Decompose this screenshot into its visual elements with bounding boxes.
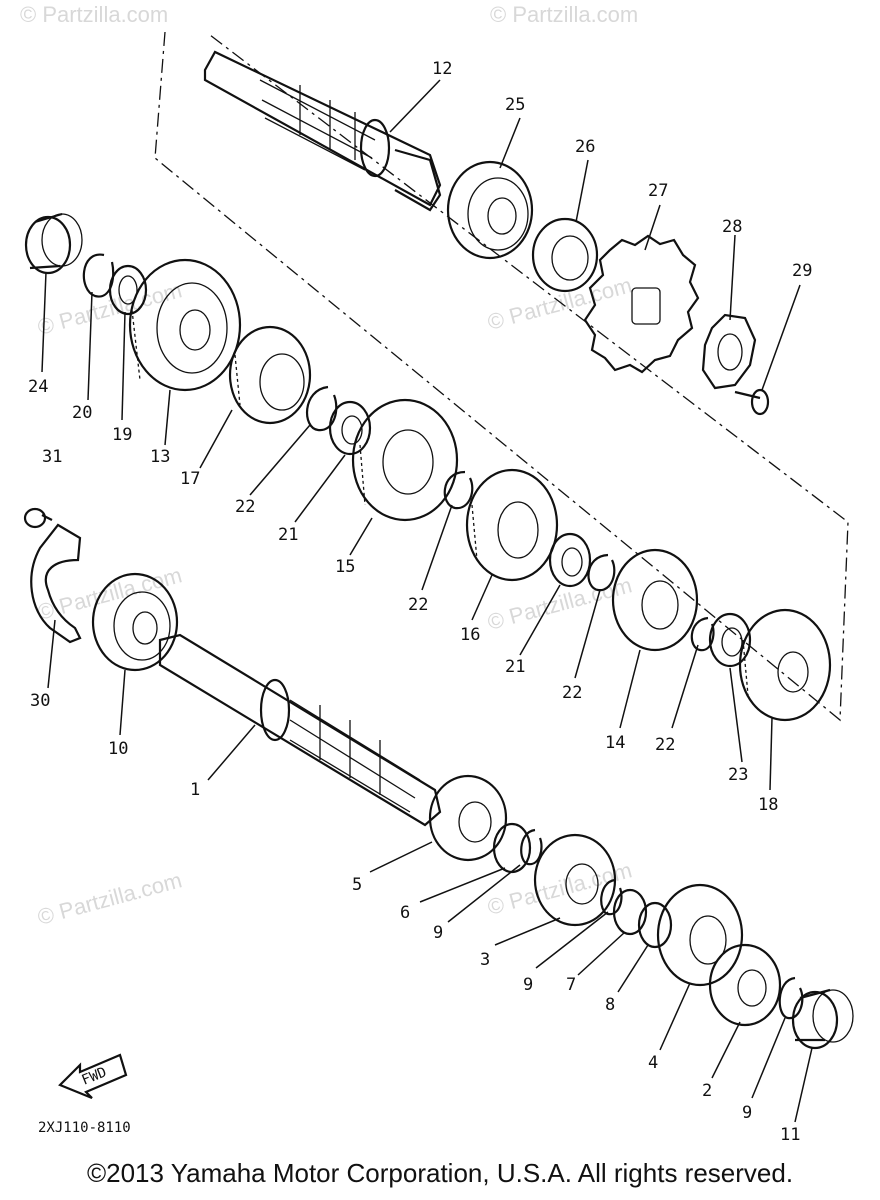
screw-31 — [23, 507, 53, 529]
washer-7 — [612, 888, 648, 936]
callout-28: 28 — [722, 217, 742, 237]
callout-22-d: 22 — [655, 735, 675, 755]
callout-6: 6 — [400, 903, 410, 923]
watermark-7: © Partzilla.com — [35, 867, 185, 930]
callout-4: 4 — [648, 1053, 658, 1073]
washer-8 — [637, 901, 673, 949]
callout-19: 19 — [112, 425, 132, 445]
callout-23: 23 — [728, 765, 748, 785]
callout-16: 16 — [460, 625, 480, 645]
callout-2: 2 — [702, 1081, 712, 1101]
gear-16 — [465, 468, 559, 582]
callout-9-b: 9 — [523, 975, 533, 995]
callout-9-a: 9 — [433, 923, 443, 943]
gear-18 — [738, 608, 832, 722]
bearing-stopper-plate-30 — [30, 523, 82, 644]
drive-sprocket-27 — [583, 234, 700, 374]
callout-21-a: 21 — [278, 525, 298, 545]
assembly-boundary-line — [154, 31, 849, 722]
leader-lines — [41, 79, 813, 1123]
gear-17 — [228, 325, 312, 425]
callout-15: 15 — [335, 557, 355, 577]
washer-21-upper — [328, 400, 372, 456]
circlip-9-b — [600, 878, 623, 916]
washer-6 — [492, 822, 532, 874]
callout-14: 14 — [605, 733, 625, 753]
main-axle — [203, 50, 442, 212]
copyright-notice: ©2013 Yamaha Motor Corporation, U.S.A. A… — [86, 1158, 794, 1188]
gear-14 — [611, 548, 699, 652]
circlip-9-c — [778, 976, 804, 1020]
bearing-10 — [91, 572, 179, 672]
gear-4 — [656, 883, 744, 987]
watermark-4: © Partzilla.com — [485, 272, 635, 335]
callout-29: 29 — [792, 261, 812, 281]
callout-21-b: 21 — [505, 657, 525, 677]
watermark-8: © Partzilla.com — [485, 857, 635, 920]
callout-10: 10 — [108, 739, 128, 759]
bearing-25 — [446, 160, 534, 260]
callout-31: 31 — [42, 447, 62, 467]
needle-bearing-11 — [791, 988, 854, 1050]
circlip-22-mid — [443, 470, 474, 510]
callout-20: 20 — [72, 403, 92, 423]
circlip-22-right — [690, 616, 715, 652]
callout-labels: 12 25 26 27 28 29 24 20 19 13 17 22 21 1… — [28, 59, 812, 1145]
callout-25: 25 — [505, 95, 525, 115]
callout-1: 1 — [190, 780, 200, 800]
callout-27: 27 — [648, 181, 668, 201]
callout-22-c: 22 — [562, 683, 582, 703]
callout-9-c: 9 — [742, 1103, 752, 1123]
callout-5: 5 — [352, 875, 362, 895]
washer-23 — [708, 612, 752, 668]
callout-17: 17 — [180, 469, 200, 489]
callout-18: 18 — [758, 795, 778, 815]
gear-15 — [351, 398, 459, 522]
callout-30: 30 — [30, 691, 50, 711]
gear-5 — [428, 774, 508, 862]
callout-3: 3 — [480, 950, 490, 970]
gear-2 — [708, 943, 782, 1027]
washer-21-lower — [548, 532, 592, 588]
fwd-arrow-icon: FWD — [58, 1053, 128, 1100]
callout-22-a: 22 — [235, 497, 255, 517]
callout-26: 26 — [575, 137, 595, 157]
main-axle-1 — [158, 633, 442, 827]
oil-seal-26 — [531, 217, 599, 293]
transmission-exploded-diagram: © Partzilla.com © Partzilla.com © Partzi… — [20, 2, 854, 1145]
diagram-code: 2XJ110-8110 — [38, 1120, 131, 1136]
watermarks: © Partzilla.com © Partzilla.com © Partzi… — [20, 2, 638, 930]
callout-12: 12 — [432, 59, 452, 79]
callout-13: 13 — [150, 447, 170, 467]
lock-washer-28 — [701, 313, 757, 390]
watermark-2: © Partzilla.com — [490, 2, 638, 27]
callout-8: 8 — [605, 995, 615, 1015]
callout-24: 24 — [28, 377, 48, 397]
callout-11: 11 — [780, 1125, 800, 1145]
watermark-5: © Partzilla.com — [35, 562, 185, 625]
washer-19 — [108, 264, 148, 316]
bolt-29 — [734, 388, 770, 416]
callout-7: 7 — [566, 975, 576, 995]
circlip-22-upper — [305, 385, 338, 432]
watermark-1: © Partzilla.com — [20, 2, 168, 27]
callout-22-b: 22 — [408, 595, 428, 615]
circlip-22-lower — [587, 553, 616, 592]
needle-bearing-24 — [24, 212, 83, 275]
circlip-9-a — [520, 828, 543, 866]
gear-13 — [128, 258, 242, 392]
circlip-20 — [82, 253, 115, 298]
